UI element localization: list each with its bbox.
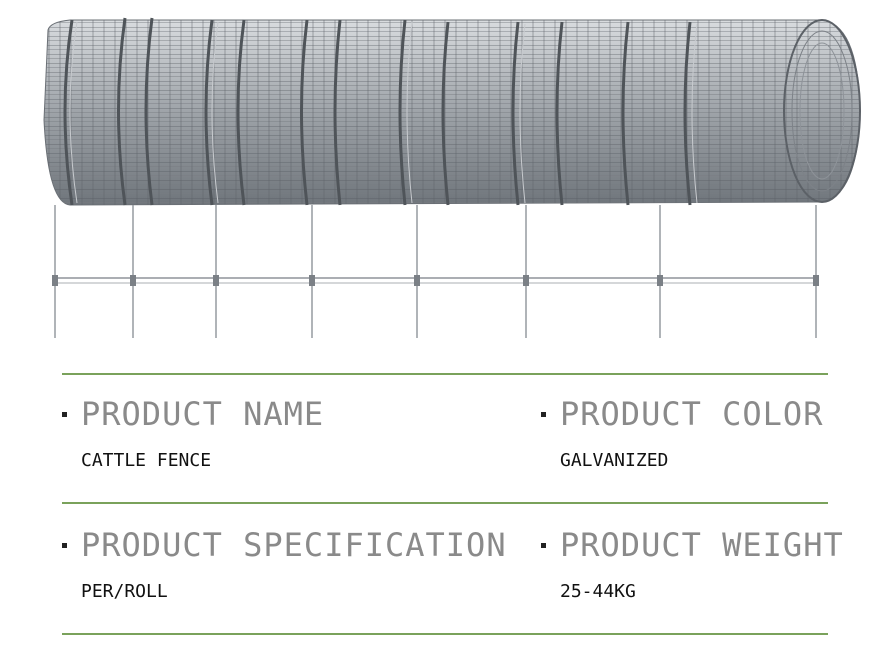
divider-bottom [62, 633, 828, 635]
spec-product-weight: PRODUCT WEIGHT 25-44KG [541, 529, 844, 601]
spec-product-specification: PRODUCT SPECIFICATION PER/ROLL [62, 529, 507, 601]
bullet-icon [541, 542, 546, 548]
spec-product-name: PRODUCT NAME CATTLE FENCE [62, 398, 324, 470]
unrolled-fence [54, 205, 817, 338]
spec-label: PRODUCT COLOR [560, 395, 824, 433]
wrap-bands [63, 17, 692, 206]
roll-end [783, 19, 861, 203]
spec-label: PRODUCT NAME [81, 395, 325, 433]
spec-label: PRODUCT SPECIFICATION [81, 526, 507, 564]
bullet-icon [541, 411, 546, 417]
spec-value: PER/ROLL [81, 581, 168, 602]
bullet-icon [62, 411, 67, 417]
bullet-icon [62, 542, 67, 548]
spec-value: CATTLE FENCE [81, 450, 212, 471]
divider-top [62, 373, 828, 375]
spec-label: PRODUCT WEIGHT [560, 526, 844, 564]
cattle-fence-roll-image [43, 17, 861, 338]
spec-product-color: PRODUCT COLOR GALVANIZED [541, 398, 823, 470]
divider-middle [62, 502, 828, 504]
spec-value: GALVANIZED [560, 450, 669, 471]
spec-value: 25-44KG [560, 581, 636, 602]
